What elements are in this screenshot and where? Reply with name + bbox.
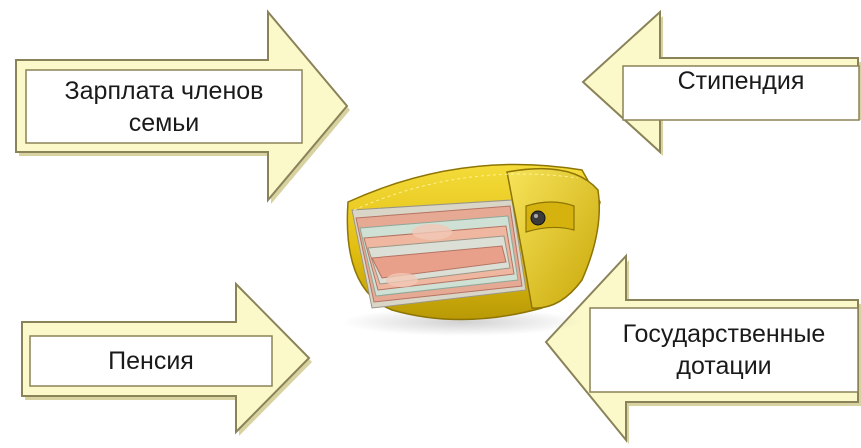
wallet-with-banknotes-icon [312, 140, 612, 340]
arrow-label-state-subsidies: Государственные дотации [590, 308, 858, 392]
